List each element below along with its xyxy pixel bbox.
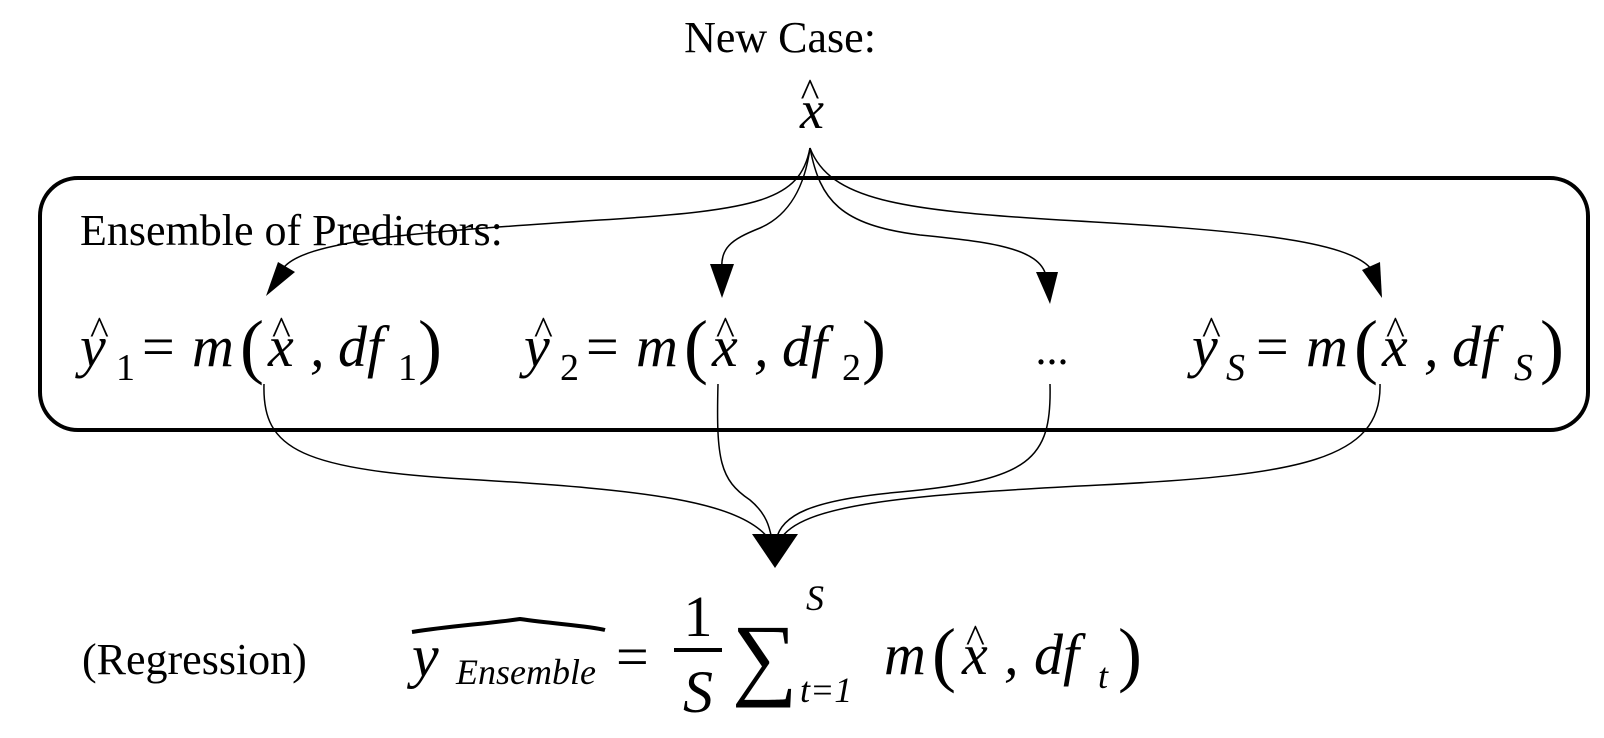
predictor-s-y: y (1187, 314, 1218, 379)
output-overline-hat (411, 616, 606, 634)
output-df: df (1034, 622, 1086, 687)
ensemble-box (38, 176, 1590, 432)
arrowhead-ellipsis (1036, 272, 1058, 304)
new-case-label: New Case: (684, 13, 876, 62)
predictor-2-sub: 2 (560, 347, 579, 389)
predictor-1-sub: 1 (116, 347, 135, 389)
predictor-1-x: x (267, 314, 294, 379)
new-case-hat: ^ (801, 70, 820, 115)
output-y: y (406, 623, 439, 689)
predictor-ellipsis: ... (1036, 325, 1069, 374)
output-dfsub: t (1098, 656, 1109, 696)
predictor-1-y: y (75, 314, 106, 379)
predictor-s-comma: , (1424, 314, 1439, 379)
predictor-2-hat: ^ (534, 308, 553, 353)
new-case-x: x (799, 80, 824, 140)
ensemble-label: Ensemble of Predictors: (80, 206, 503, 255)
predictor-s-hat: ^ (1202, 308, 1221, 353)
predictor-2-lparen: ( (684, 306, 708, 386)
output-comma: , (1004, 622, 1019, 687)
predictor-2-y: y (519, 314, 550, 379)
output-fraction-denominator: S (683, 659, 713, 725)
predictor-1-rparen: ) (418, 306, 442, 386)
output-x: x (961, 622, 988, 687)
regression-label: (Regression) (82, 635, 307, 684)
output-xhat: ^ (966, 616, 985, 661)
arrowhead-predictor-2 (710, 264, 734, 298)
output-rparen: ) (1118, 614, 1142, 694)
arrow-to-predictor-1 (281, 147, 811, 271)
predictor-1: y ^ 1 = m ( x ^ , df 1 ) (75, 306, 442, 389)
predictor-s-rparen: ) (1540, 306, 1564, 386)
predictor-1-df: df (338, 314, 390, 379)
predictor-2-df: df (782, 314, 834, 379)
arrow-to-predictor-2 (721, 147, 811, 273)
predictor-1-dfsub: 1 (398, 347, 417, 389)
predictor-2-m: m (636, 314, 678, 379)
arrow-from-ellipsis (775, 383, 1051, 541)
arrow-to-ellipsis (809, 147, 1047, 277)
arrowhead-predictor-1 (266, 262, 295, 296)
fan-out-arrowheads (266, 262, 1382, 304)
arrow-to-predictor-s (809, 147, 1373, 271)
output-lparen: ( (932, 614, 956, 694)
predictor-1-comma: , (310, 314, 325, 379)
arrowhead-predictor-s (1362, 262, 1382, 298)
predictor-1-eq: = (142, 314, 175, 379)
arrow-from-predictor-s (779, 383, 1381, 541)
fan-in-arrows (263, 383, 1381, 541)
arrowhead-to-output (752, 534, 798, 568)
predictor-s-xhat: ^ (1386, 308, 1405, 353)
output-m: m (884, 622, 926, 687)
fan-out-arrows (281, 147, 1373, 277)
predictor-2-x: x (711, 314, 738, 379)
predictor-1-hat: ^ (90, 308, 109, 353)
output-fraction-numerator: 1 (684, 584, 713, 649)
output-sum-symbol: ∑ (732, 606, 798, 708)
predictor-1-m: m (192, 314, 234, 379)
predictor-s-df: df (1452, 314, 1504, 379)
predictor-1-lparen: ( (240, 306, 264, 386)
predictor-s-x: x (1381, 314, 1408, 379)
predictor-2-comma: , (754, 314, 769, 379)
output-sub: Ensemble (455, 652, 596, 692)
predictor-2-eq: = (586, 314, 619, 379)
predictor-2-xhat: ^ (716, 308, 735, 353)
output-sum-upper: S (806, 578, 824, 618)
predictor-s: y ^ S = m ( x ^ , df S ) (1187, 306, 1564, 389)
ensemble-output: (Regression) y Ensemble = 1 S ∑ S t=1 m … (82, 578, 1142, 725)
arrow-from-predictor-1 (263, 383, 771, 541)
predictor-s-eq: = (1256, 314, 1289, 379)
output-eq: = (616, 624, 649, 689)
predictor-2-dfsub: 2 (842, 347, 861, 389)
predictor-s-lparen: ( (1354, 306, 1378, 386)
predictor-2: y ^ 2 = m ( x ^ , df 2 ) (519, 306, 886, 389)
predictor-1-xhat: ^ (272, 308, 291, 353)
arrow-from-predictor-2 (716, 383, 773, 541)
predictor-s-m: m (1306, 314, 1348, 379)
predictor-s-dfsub: S (1514, 347, 1533, 389)
predictor-2-rparen: ) (862, 306, 886, 386)
output-sum-lower: t=1 (800, 670, 852, 710)
predictor-s-sub: S (1226, 347, 1245, 389)
